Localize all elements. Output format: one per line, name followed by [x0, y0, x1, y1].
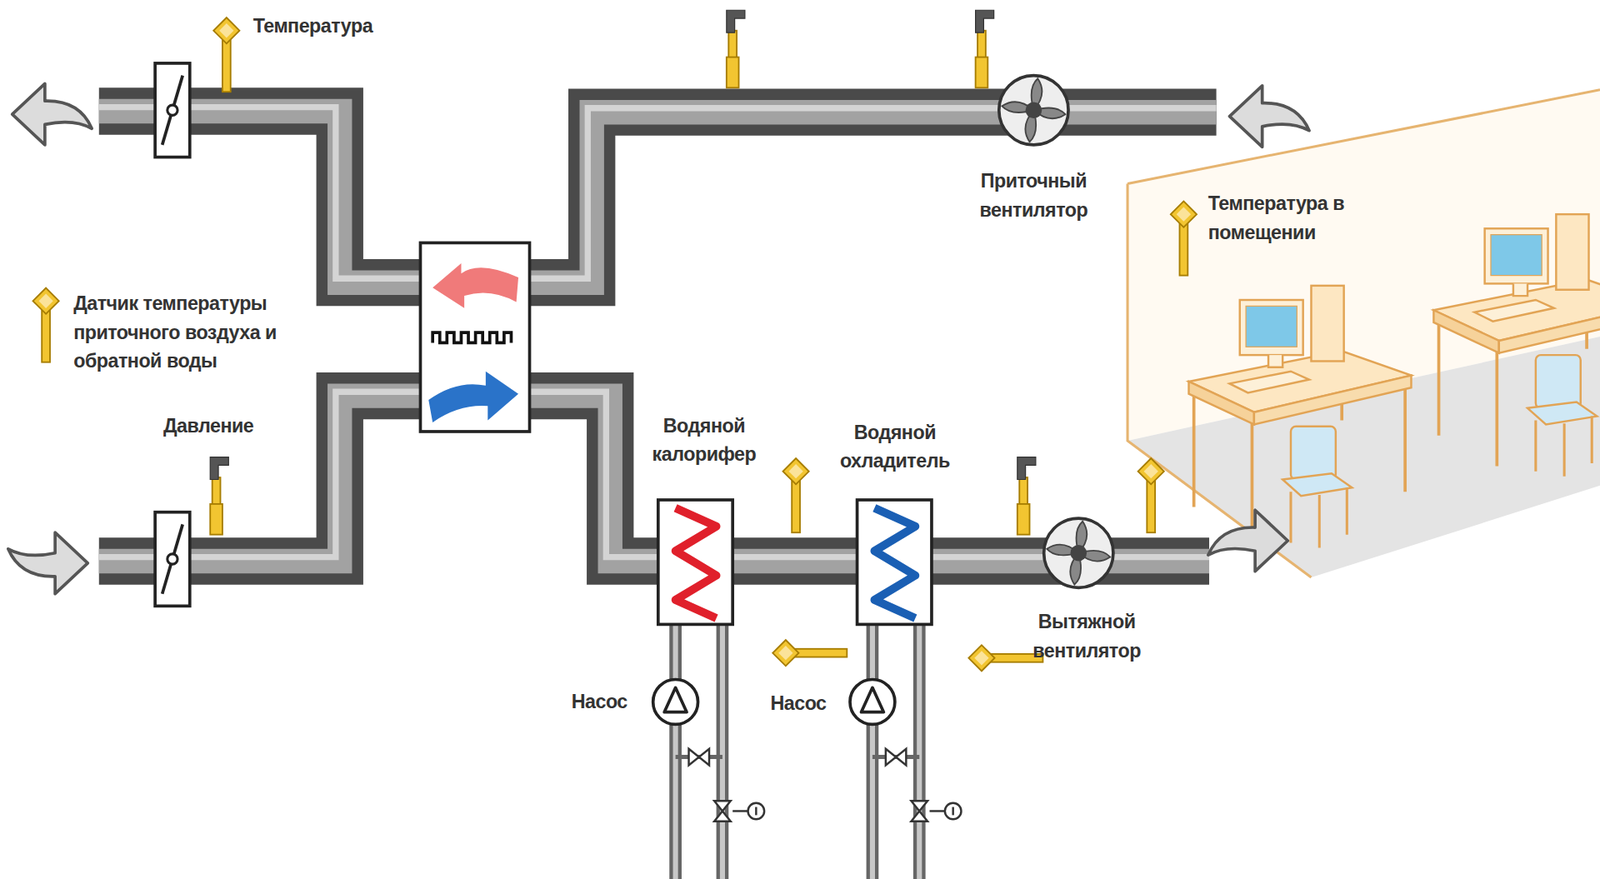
legend-text: Датчик температуры приточного воздуха и …	[73, 290, 283, 376]
label-text: Температура	[253, 12, 417, 41]
label-text: Насос	[770, 690, 842, 719]
water-heater	[658, 500, 733, 625]
air-damper	[155, 63, 190, 158]
label-text: Водяной охладитель	[826, 418, 964, 476]
label-text: Температура в помещении	[1208, 190, 1372, 248]
air-damper	[155, 512, 190, 607]
label-text: Насос	[571, 687, 644, 716]
heat-exchanger	[420, 242, 530, 432]
sensors	[33, 10, 1197, 671]
water-circuits	[653, 624, 962, 879]
supply-fan	[999, 75, 1069, 145]
exhaust-fan	[1044, 518, 1114, 588]
label-text: Вытяжной вентилятор	[1010, 608, 1164, 666]
label-text: Давление	[163, 412, 276, 441]
legend-sensor-icon	[33, 288, 60, 363]
workstation	[1433, 214, 1600, 477]
room	[1127, 90, 1600, 578]
workstation	[1189, 285, 1412, 549]
label-text: Водяной калорифер	[637, 412, 770, 470]
water-cooler	[857, 500, 932, 625]
label-text: Приточный вентилятор	[962, 167, 1105, 225]
air-flow-arrows	[8, 83, 1310, 594]
